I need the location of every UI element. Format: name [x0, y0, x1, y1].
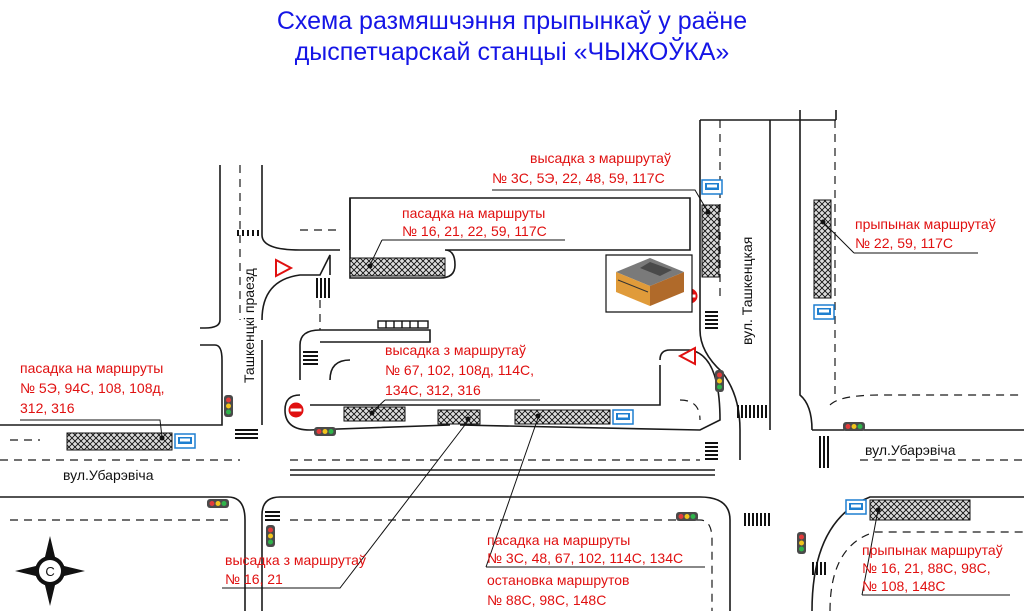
- label-bottom-center-stop: остановка маршрутов № 88С, 98С, 148С: [487, 572, 629, 608]
- street-ubarevicha-left: вул.Убарэвіча: [63, 467, 154, 483]
- street-tashkentskaya: вул. Ташкенцкая: [739, 237, 755, 345]
- traffic-lights: [207, 370, 865, 554]
- platform-top-center-boarding: [349, 257, 446, 277]
- ubarevicha-west-south-edge: [0, 496, 246, 611]
- label-line: остановка маршрутов: [487, 572, 629, 588]
- label-line: высадка з маршрутаў: [225, 552, 366, 568]
- map-title-line1: Схема размяшчэння прыпынкаў у раёне: [276, 7, 748, 35]
- label-line: № 3С, 48, 67, 102, 114С, 134С: [487, 550, 683, 566]
- street-tashkentski-passage: Ташкенцкі праезд: [241, 268, 257, 383]
- label-center-dropoff: высадка з маршрутаў № 67, 102, 108д, 114…: [385, 342, 534, 398]
- compass-letter: С: [45, 564, 54, 579]
- traffic-light-icon: [676, 512, 698, 521]
- traffic-light-icon: [843, 422, 865, 431]
- platform-center-dropoff: [343, 406, 406, 422]
- label-line: прыпынак маршрутаў: [855, 216, 996, 232]
- label-line: высадка з маршрутаў: [530, 150, 671, 166]
- yield-sign-icon: [275, 258, 294, 278]
- bus-stop-sign-icon: [701, 179, 723, 195]
- platform-top-right-dropoff: [701, 204, 720, 278]
- stop-platforms: [66, 199, 971, 521]
- label-line: № 16, 21: [225, 571, 283, 587]
- label-line: прыпынак маршрутаў: [862, 542, 1003, 558]
- yield-sign-icon: [677, 346, 696, 366]
- no-entry-sign-icon: [287, 401, 305, 419]
- ubarevicha-west-north-edge: [0, 388, 223, 426]
- bus-stop-sign-icon: [845, 499, 867, 515]
- traffic-light-icon: [224, 395, 233, 417]
- map-title-line2: дыспетчарскай станцыі «ЧЫЖОЎКА»: [294, 38, 730, 66]
- bus-stop-sign-icon: [612, 409, 634, 425]
- platform-left-boarding: [66, 432, 173, 451]
- label-line: № 67, 102, 108д, 114С,: [385, 362, 534, 378]
- label-line: № 16, 21, 88С, 98С,: [862, 560, 991, 576]
- label-bottom-left-dropoff: высадка з маршрутаў № 16, 21: [225, 552, 366, 587]
- traffic-light-icon: [314, 427, 336, 436]
- label-right-stop: прыпынак маршрутаў № 22, 59, 117С: [855, 216, 996, 251]
- platform-bottom-center: [514, 409, 611, 425]
- map-title: Схема размяшчэння прыпынкаў у раёне дысп…: [0, 6, 1024, 68]
- label-line: пасадка на маршруты: [487, 532, 630, 548]
- traffic-light-icon: [266, 525, 275, 547]
- label-bottom-center-boarding: пасадка на маршруты № 3С, 48, 67, 102, 1…: [487, 532, 683, 566]
- label-line: № 22, 59, 117С: [855, 235, 953, 251]
- traffic-light-icon: [207, 499, 229, 508]
- label-line: высадка з маршрутаў: [385, 342, 526, 358]
- compass-icon: С: [15, 536, 85, 606]
- leader-lines: [20, 189, 1010, 596]
- label-line: № 3С, 5Э, 22, 48, 59, 117С: [492, 170, 665, 186]
- traffic-light-icon: [715, 370, 724, 392]
- street-ubarevicha-right: вул.Убарэвіча: [865, 442, 956, 458]
- label-line: 134С, 312, 316: [385, 382, 481, 398]
- road-network: [0, 110, 1024, 611]
- label-top-right-dropoff: высадка з маршрутаў № 3С, 5Э, 22, 48, 59…: [492, 150, 671, 186]
- label-bottom-right-stop: прыпынак маршрутаў № 16, 21, 88С, 98С, №…: [862, 542, 1003, 594]
- label-line: № 16, 21, 22, 59, 117С: [402, 223, 547, 239]
- bus-stop-sign-icon: [813, 304, 835, 320]
- label-line: пасадка на маршруты: [402, 205, 545, 221]
- platform-bottom-left: [437, 409, 481, 425]
- bus-stop-sign-icon: [174, 433, 196, 449]
- platform-right-stop: [813, 199, 832, 299]
- label-line: № 108, 148С: [862, 578, 946, 594]
- label-left-boarding: пасадка на маршруты № 5Э, 94С, 108, 108д…: [20, 360, 165, 416]
- platform-bottom-right: [869, 499, 971, 521]
- traffic-light-icon: [797, 532, 806, 554]
- label-line: 312, 316: [20, 400, 75, 416]
- label-line: № 88С, 98С, 148С: [487, 592, 606, 608]
- station-building-icon: [605, 254, 693, 313]
- label-line: пасадка на маршруты: [20, 360, 163, 376]
- label-top-center-boarding: пасадка на маршруты № 16, 21, 22, 59, 11…: [402, 205, 547, 239]
- label-line: № 5Э, 94С, 108, 108д,: [20, 380, 165, 396]
